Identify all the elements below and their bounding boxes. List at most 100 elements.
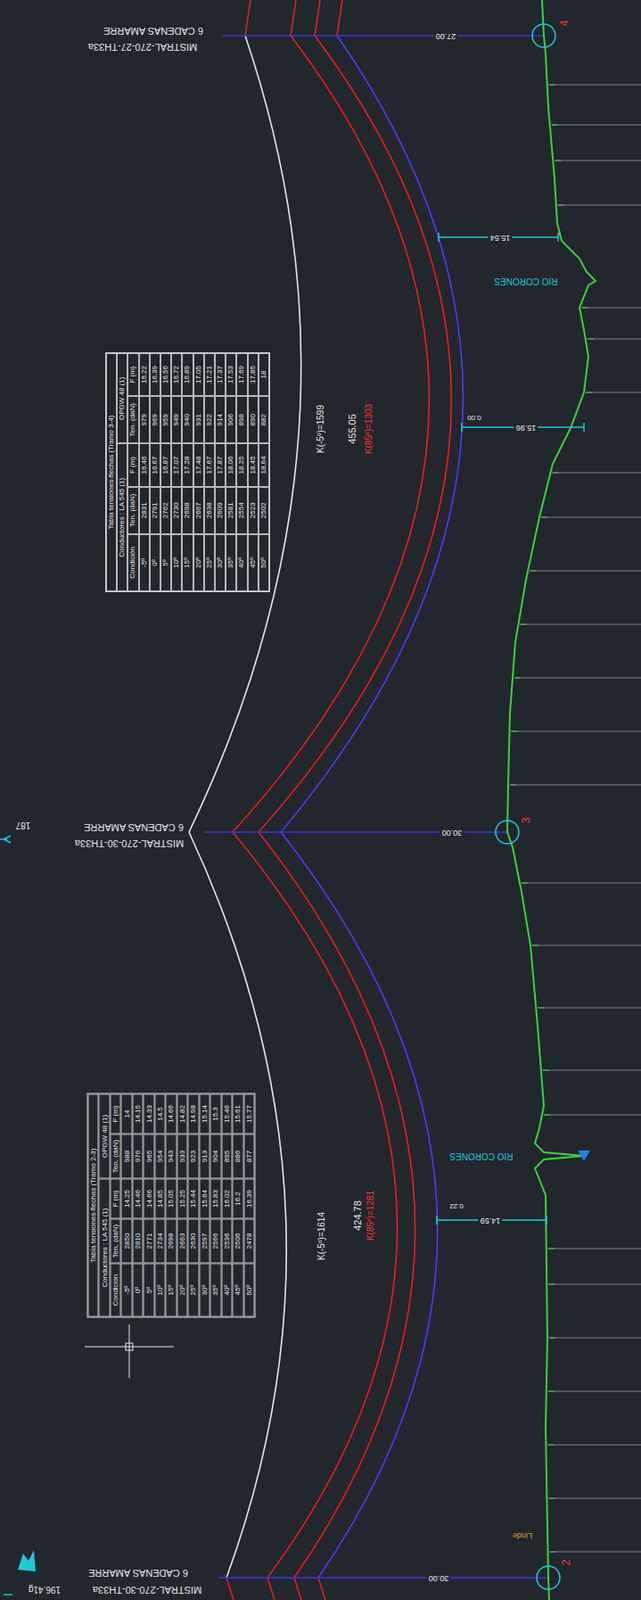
table-cell: 2771: [143, 1217, 155, 1263]
station-tick: [587, 338, 594, 340]
table-cell: 16.39: [243, 1177, 255, 1218]
catenary-stub: [245, 0, 343, 36]
clearance-dimension: [461, 422, 584, 432]
table-cell: 2523: [246, 485, 258, 534]
conductor-catenary: [232, 831, 398, 1578]
table-cell: 17.48: [192, 443, 204, 486]
clearance-dimension: [438, 232, 559, 242]
height-value: 30.00: [440, 827, 465, 838]
tower-chain: 6 CADENAS AMARRE: [83, 821, 184, 832]
table-cell: 931: [192, 395, 204, 444]
table-cell: 2581: [225, 485, 237, 534]
clearance-value: 14.59: [478, 1215, 503, 1225]
station-line: [548, 1497, 641, 1499]
clearance-value: 15.96: [514, 422, 539, 433]
table-cell: 2536: [221, 1217, 232, 1263]
station-tick: [581, 307, 588, 309]
conductor-catenary: [280, 831, 438, 1578]
table-cell: 16.2: [232, 1177, 244, 1218]
table-cell: 906: [225, 395, 237, 444]
table-cell: 949: [171, 395, 182, 444]
table-cell: 16.39: [148, 353, 160, 396]
station-tick: [511, 731, 518, 732]
table-cell: 18.64: [257, 443, 269, 486]
table-cell: 2630: [188, 1217, 199, 1263]
angle-marker: [3, 1593, 13, 1595]
table-cell: 30º: [198, 1262, 210, 1316]
station-line: [547, 1444, 641, 1446]
table-cell: 10º: [171, 533, 182, 591]
station-tick: [532, 945, 539, 946]
table-cell: 14.25: [121, 1177, 132, 1218]
catenary-constant: K(85º)=1281: [366, 1190, 376, 1241]
table-cell: 14.5: [154, 1092, 165, 1134]
table-cell: 2762: [159, 485, 171, 534]
station-tick: [509, 784, 517, 786]
conductor-catenary: [258, 35, 452, 832]
table-cell: 17.53: [225, 353, 237, 396]
station-line: [554, 160, 641, 162]
table-cell: 17.69: [236, 353, 247, 396]
table-cell: 20º: [192, 533, 204, 591]
table-cell: 35º: [225, 533, 237, 591]
table-cell: 17.28: [181, 443, 193, 486]
table-cell: 15.3: [210, 1092, 222, 1134]
table-cell: 922: [203, 395, 214, 444]
table-cell: 16.72: [171, 353, 182, 396]
table-cell: 2791: [148, 485, 160, 534]
table-cell: 14.15: [131, 1092, 143, 1134]
table-cell: 895: [221, 1133, 232, 1178]
table-cell: 976: [131, 1133, 143, 1178]
table-cell: 14.33: [143, 1092, 155, 1134]
clearance-dimension: [436, 1215, 547, 1225]
table-cell: 16.67: [148, 443, 160, 486]
station-line: [558, 205, 641, 206]
table-cell: 15º: [181, 533, 193, 591]
clearance-value: 15.54: [488, 232, 513, 243]
table-cell: F (m): [127, 443, 139, 486]
table-cell: Tabla tensiones-flechas (Tramo 3-4): [106, 353, 117, 592]
table-cell: 2831: [138, 485, 149, 534]
table-cell: 2730: [171, 485, 182, 534]
station-tick: [549, 1337, 556, 1339]
boundary-label: Linde: [512, 1530, 533, 1539]
table-cell: 17.21: [203, 353, 214, 396]
tower-circle: [536, 1565, 560, 1589]
station-line: [541, 517, 641, 518]
station-line: [542, 1069, 641, 1071]
crosshair: [84, 1323, 174, 1378]
river-name: RIO CORONES: [449, 1150, 513, 1160]
tower-number: 3: [520, 817, 532, 824]
station-tick: [548, 1497, 555, 1499]
table-cell: 0º: [148, 533, 160, 591]
tower-line: [222, 34, 544, 37]
table-cell: 943: [165, 1133, 177, 1178]
river-symbol: [577, 1150, 591, 1161]
sag-tension-table: Tabla tensiones-flechas (Tramo 3-4)Condu…: [105, 352, 271, 592]
station-lines: [509, 84, 641, 1552]
station-line: [587, 338, 641, 340]
tower-type: MISTRAL-270-30-TH33a: [74, 838, 184, 848]
table-cell: 25º: [203, 533, 214, 591]
table-cell: 50º: [243, 1262, 255, 1316]
north-icon: [17, 1549, 36, 1571]
table-cell: 14.66: [165, 1092, 177, 1134]
table-cell: 988: [121, 1133, 132, 1178]
table-cell: 877: [243, 1133, 255, 1178]
height-value: 27.00: [434, 31, 459, 42]
catenary-stub: [226, 1577, 326, 1600]
station-line: [532, 945, 641, 946]
table-cell: Tabla tensiones-flechas (Tramo 2-3): [88, 1092, 99, 1316]
tower-type: MISTRAL-270-30-TH33a: [92, 1584, 202, 1595]
table-cell: 2638: [203, 485, 214, 534]
station-tick: [548, 1283, 555, 1285]
catenary-constant: K(-5º)=1599: [316, 404, 326, 453]
table-cell: OPGW 48 (1): [116, 353, 128, 444]
table-cell: F (m): [127, 353, 139, 396]
table-cell: 14: [121, 1092, 132, 1134]
table-cell: 2698: [181, 485, 193, 534]
table-cell: 15.05: [165, 1177, 177, 1218]
station-tick: [552, 472, 559, 474]
station-tick: [541, 517, 548, 518]
